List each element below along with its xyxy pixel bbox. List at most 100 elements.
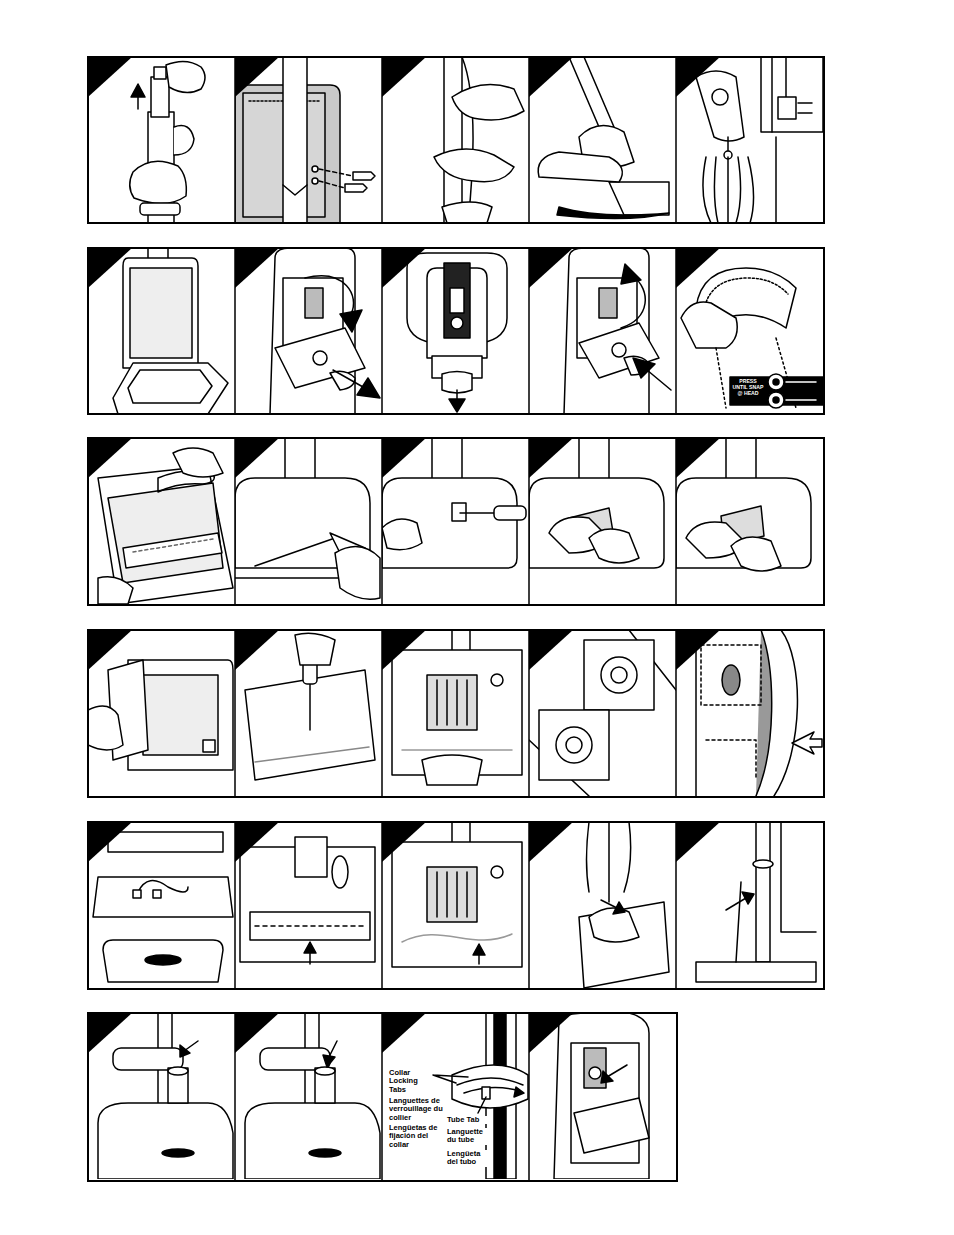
bag-door-latch-illustration xyxy=(554,1013,649,1179)
handle-screws-illustration-part xyxy=(312,178,318,184)
belt-motor-illustration-part xyxy=(473,944,485,955)
handle-release-illustration-part xyxy=(174,126,194,156)
bag-fold-illustration-part xyxy=(613,902,625,914)
tube-collar-illustration-part xyxy=(457,1078,523,1085)
end-caps-illustration-part xyxy=(611,667,627,683)
handle-release-illustration-part xyxy=(166,61,205,92)
step-badges-part xyxy=(382,57,426,97)
screwdriver-base-illustration-part xyxy=(335,547,380,600)
bag-removal-illustration xyxy=(407,253,507,412)
bag-head-snap-illustration-part xyxy=(681,302,737,348)
cord-wrap-illustration-part xyxy=(703,157,754,223)
hose-post-illustration-part xyxy=(98,1103,233,1179)
handle-screws-illustration xyxy=(235,57,375,223)
hose-post-illustration xyxy=(98,1013,233,1179)
underside-belt-illustration xyxy=(98,448,233,604)
hose-insert-illustration-part xyxy=(245,1103,380,1179)
bag-door-open-illustration-part xyxy=(130,268,192,358)
handle-screws-illustration-part xyxy=(283,185,307,195)
bag-holder-close-illustration-part xyxy=(599,288,617,318)
underside-screw-illustration xyxy=(245,633,375,780)
cord-wrap-illustration-part xyxy=(785,57,787,97)
motor-brushroll-illustration-part xyxy=(491,674,503,686)
bottom-plate-illustration-part xyxy=(203,740,215,752)
end-caps-illustration xyxy=(529,630,676,796)
hose-insert-illustration-part xyxy=(315,1067,335,1075)
end-caps-illustration-part xyxy=(601,657,637,693)
hose-post-illustration-part xyxy=(168,1067,188,1075)
bag-door-latch-illustration-part xyxy=(574,1098,649,1153)
step-badges-part xyxy=(529,438,573,478)
bag-profile-illustration-part xyxy=(756,630,772,796)
belt-motor-illustration-part xyxy=(452,822,470,844)
step-badges-part xyxy=(529,1013,573,1053)
step-badges-part xyxy=(88,630,132,670)
tube-collar-illustration-part xyxy=(433,1075,468,1083)
handle-screws-illustration-part xyxy=(283,57,307,223)
part-label: Collar Locking Tabs xyxy=(389,1069,431,1094)
bag-head-snap-illustration-part xyxy=(704,278,788,310)
screwdriver-side-illustration-part xyxy=(460,512,494,514)
cord-wrap-illustration xyxy=(696,57,823,223)
screwdriver-base-illustration-part xyxy=(255,538,335,566)
bag-head-snap-illustration xyxy=(681,268,823,408)
bottom-plate-illustration-part xyxy=(143,675,218,755)
tube-wire-illustration-part xyxy=(753,860,773,868)
bag-removal-illustration-part xyxy=(407,253,507,343)
bag-profile-illustration-part xyxy=(706,740,756,780)
hood-plate-illustration-part xyxy=(145,955,181,965)
end-caps-illustration-part xyxy=(539,710,609,780)
bag-holder-release-illustration-part xyxy=(340,310,362,332)
motor-brushroll-illustration-part xyxy=(402,749,512,751)
belt-underside-illustration-part xyxy=(295,837,327,877)
underside-screw-illustration-part xyxy=(245,670,375,780)
underside-screw-illustration-part xyxy=(309,682,311,730)
step-badges-part xyxy=(88,248,132,288)
underside-screw-illustration-part xyxy=(255,747,369,762)
hose-insert-illustration-part xyxy=(323,1055,335,1067)
bag-fold-illustration-part xyxy=(587,822,631,902)
handle-screws-illustration-part xyxy=(353,172,375,180)
hose-insert-illustration-part xyxy=(309,1149,341,1157)
hose-insert-illustration-part xyxy=(260,1048,330,1070)
bag-door-latch-illustration-part xyxy=(554,1013,649,1179)
panel-frames-part xyxy=(88,822,824,989)
hood-plate-illustration-part xyxy=(108,832,223,852)
step-badges-part xyxy=(382,248,426,288)
bag-door-latch-illustration-part xyxy=(601,1071,613,1083)
underside-belt-illustration-part xyxy=(108,483,223,583)
bag-door-open-illustration-part xyxy=(128,370,212,403)
hose-post-illustration-part xyxy=(168,1068,188,1103)
foot-pedal-illustration-part xyxy=(609,182,669,215)
side-plate-install-illustration-part xyxy=(731,537,781,571)
bag-holder-release-illustration-part xyxy=(313,351,327,365)
end-caps-illustration-part xyxy=(584,640,654,710)
screwdriver-base-illustration-part xyxy=(285,438,315,483)
step-badges-part xyxy=(235,822,279,862)
bag-holder-release-illustration-part xyxy=(357,378,380,398)
tube-wire-illustration-part xyxy=(781,822,816,932)
screwdriver-side-illustration-part xyxy=(452,503,466,521)
step-badges-part xyxy=(382,822,426,862)
bag-holder-release-illustration-part xyxy=(305,276,354,314)
panel-frames-part xyxy=(88,630,824,797)
belt-underside-illustration-part xyxy=(250,912,370,940)
bag-head-snap-illustration-part xyxy=(786,382,816,400)
bag-holder-close-illustration xyxy=(564,248,671,414)
step-badges-part xyxy=(676,438,720,478)
cord-clip-illustration-part xyxy=(444,57,462,223)
bag-door-latch-illustration-part xyxy=(589,1067,601,1079)
bag-profile-illustration-part xyxy=(792,732,822,754)
cord-wrap-illustration-part xyxy=(775,137,777,223)
step-badges-part xyxy=(382,1013,426,1053)
underside-screw-illustration-part xyxy=(295,633,335,665)
tube-collar-illustration-part xyxy=(464,1087,520,1093)
bottom-plate-illustration xyxy=(88,660,233,770)
bag-holder-close-illustration-part xyxy=(612,343,626,357)
handle-release-illustration-part xyxy=(130,161,187,203)
handle-release-illustration-part xyxy=(131,84,145,97)
cord-clip-illustration-part xyxy=(434,149,514,182)
handle-release-illustration-part xyxy=(140,203,180,215)
side-plate-install-illustration-part xyxy=(726,438,756,483)
